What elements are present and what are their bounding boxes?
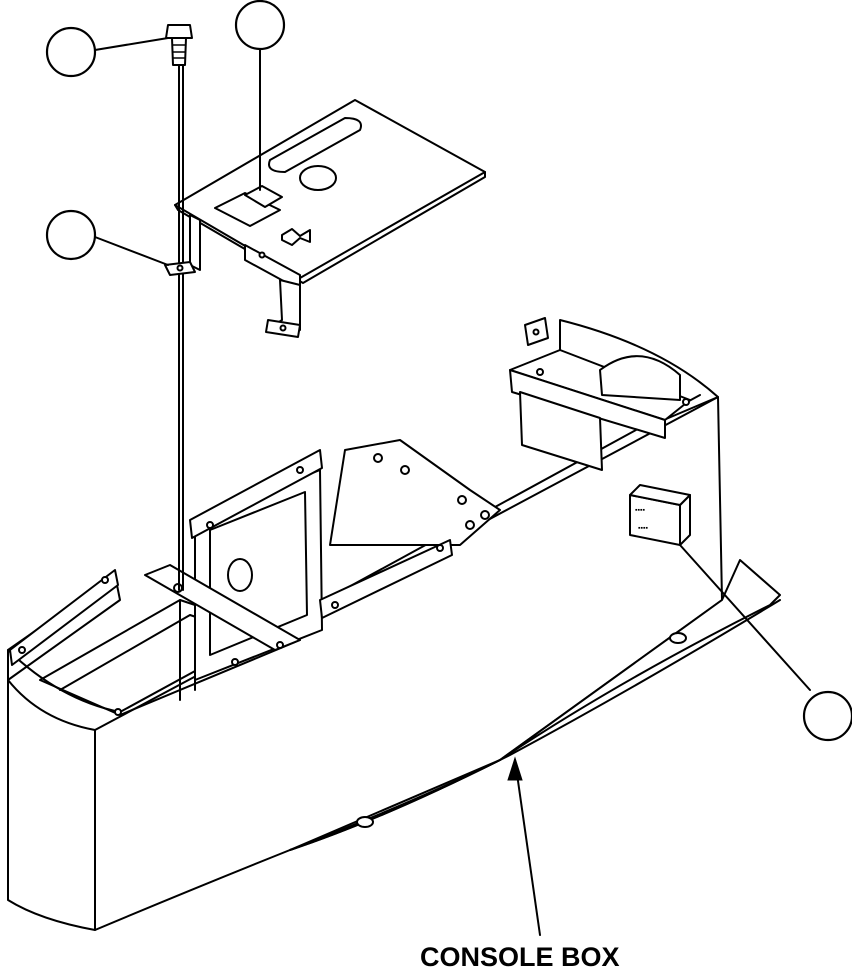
bolt-head — [165, 24, 193, 39]
leader-line-3 — [94, 236, 169, 266]
base-hole — [356, 816, 374, 828]
flange-hole — [18, 646, 26, 654]
tab-hole — [532, 328, 540, 336]
rear-block-front — [509, 369, 666, 439]
cover-bowtie-cutout — [281, 228, 311, 246]
cover-plate-edge — [174, 171, 486, 284]
cover-switch — [244, 185, 283, 208]
callout-4[interactable] — [802, 690, 852, 742]
console-front-face — [7, 679, 96, 931]
flange-hole — [101, 576, 109, 584]
cross-bar-hole — [114, 708, 122, 716]
cross-bar-hole — [231, 658, 239, 666]
flange-hole — [296, 466, 304, 474]
callout-leaders — [94, 37, 811, 936]
leader-arrowhead — [507, 756, 523, 781]
top-flange-front — [9, 569, 119, 666]
cover-switch-plate — [214, 192, 281, 227]
cover-slot — [268, 117, 362, 173]
bracket-hole — [373, 453, 383, 463]
rear-block-lower — [519, 391, 603, 471]
flange-hole — [206, 521, 214, 529]
cross-bar-hole — [276, 641, 284, 649]
top-flange-left — [189, 449, 323, 539]
callout-circles — [45, 0, 852, 742]
relay-box-marking: ▪▪▪▪ — [635, 507, 645, 514]
block-hole — [682, 398, 690, 406]
bracket-hole — [465, 520, 475, 530]
block-hole — [536, 368, 544, 376]
rail-hole — [331, 601, 339, 609]
center-bracket-plate — [329, 439, 501, 546]
relay-box-marking: ▪▪▪▪ — [638, 525, 648, 532]
leader-line-4 — [679, 544, 811, 691]
base-hole — [669, 632, 687, 644]
bracket-hole — [258, 251, 266, 259]
base-flange-edge — [289, 599, 781, 851]
bolt-assembly — [164, 24, 196, 591]
lower-rail — [319, 539, 453, 619]
callout-3[interactable] — [45, 209, 97, 261]
callout-1[interactable] — [45, 26, 97, 78]
leader-line-console — [514, 759, 541, 936]
console-box-body: ▪▪▪▪ ▪▪▪▪ — [7, 317, 781, 931]
bolt-thread — [173, 44, 185, 59]
rail-hole — [436, 544, 444, 552]
window-fitting — [227, 558, 253, 592]
callout-2[interactable] — [234, 0, 286, 51]
leader-line-1 — [94, 37, 169, 51]
cover-bracket-left — [189, 214, 201, 271]
diagram-caption: CONSOLE BOX — [420, 942, 620, 972]
washer-hole — [176, 264, 184, 272]
rear-block-housing — [599, 355, 681, 401]
upper-cover-plate — [174, 99, 486, 338]
relay-box-top — [629, 484, 691, 506]
bracket-hole — [400, 465, 410, 475]
bracket-foot-hole — [279, 324, 287, 332]
bracket-hole — [480, 510, 490, 520]
bracket-hole — [457, 495, 467, 505]
cover-round-hole — [299, 165, 337, 191]
